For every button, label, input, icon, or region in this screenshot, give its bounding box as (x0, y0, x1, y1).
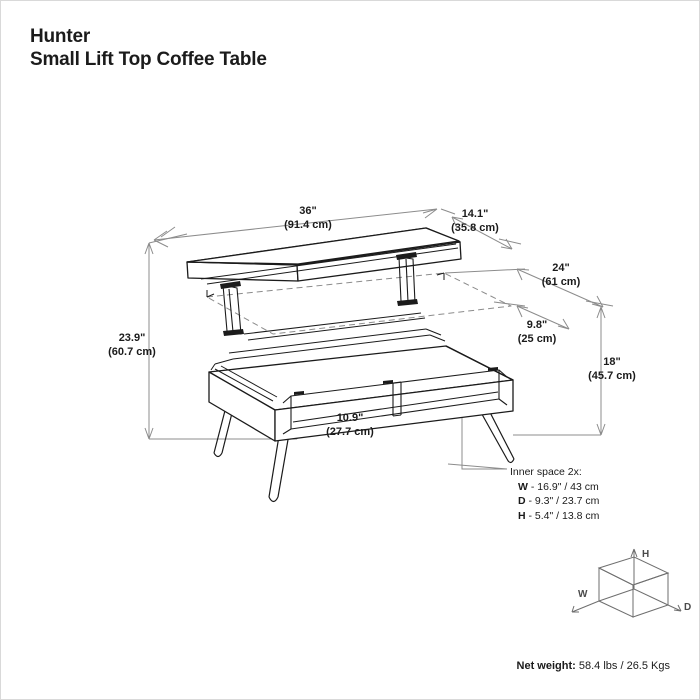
inner-rail-right-return (425, 328, 446, 342)
cleat-right (488, 367, 498, 371)
hinge-strip-group (214, 365, 278, 402)
product-geometry-group (186, 227, 515, 503)
inner-space-value-width: - 16.9" / 43 cm (530, 480, 599, 493)
legend-label-height: H (642, 549, 650, 560)
inner-rail-bottom (247, 317, 426, 341)
ext-line-depth-top (498, 238, 522, 245)
shelf-left-wall (282, 395, 292, 435)
lift-top-surface (186, 227, 460, 265)
inner-space-callout: Inner space 2x: W - 16.9" / 43 cm D - 9.… (510, 465, 599, 523)
dim-label-width-top: 36" (91.4 cm) (284, 205, 332, 231)
inner-space-key-width: W (518, 480, 528, 493)
inner-space-key-depth: D (518, 495, 526, 507)
dim-label-depth-top: 14.1" (35.8 cm) (451, 208, 499, 234)
mechanism-pivot-right (397, 299, 418, 306)
inner-space-value-height: - 5.4" / 13.8 cm (528, 509, 600, 522)
dim-line-depth-top (451, 216, 513, 250)
mechanism-bracket-right (396, 252, 417, 260)
leg-front-right-foot (506, 458, 515, 464)
body-rear-right-edge (445, 345, 514, 381)
axis-width-arrow (571, 605, 579, 613)
inner-rails-group (210, 312, 446, 371)
cube-left-face (598, 567, 634, 618)
dim-line-base-depth-inner (516, 305, 570, 330)
net-weight-value: 58.4 lbs / 26.5 Kgs (578, 660, 670, 672)
ext-line-height-overall-top (148, 233, 188, 244)
dim-label-height-overall: 23.9" (60.7 cm) (108, 332, 156, 358)
axis-height-arrow (630, 548, 638, 558)
inner-space-value-depth: - 9.3" / 23.7 cm (528, 495, 600, 507)
inner-space-row-width: W - 16.9" / 43 cm (510, 480, 599, 495)
ext-line-depth-base-bottom (585, 300, 614, 307)
dim-arrow-height-closed-bottom (596, 423, 606, 436)
closed-top-outline-path (206, 272, 512, 335)
dim-line-depth-base (516, 268, 604, 308)
dim-arrow-depth-top-up (451, 216, 464, 229)
ext-line-base-depth-inner (493, 301, 526, 307)
shelf-divider-edges (392, 381, 402, 417)
closed-top-outline (206, 272, 512, 335)
body-front-face (274, 379, 514, 442)
inner-rail-lower-b (232, 334, 431, 360)
mechanism-arm-left-inner (228, 288, 234, 333)
dim-line-width-top (153, 208, 438, 241)
cleat-left (294, 391, 304, 395)
page-title: Hunter Small Lift Top Coffee Table (30, 25, 450, 71)
legend-label-depth: D (684, 602, 692, 613)
dim-arrow-width-top-right (422, 208, 438, 219)
mechanism-arm-right-inner (405, 258, 409, 303)
dimension-legend-cube (571, 548, 682, 618)
ext-line-width-top-right (440, 208, 456, 215)
mechanism-bracket-left (220, 281, 241, 289)
cube-right-face (632, 572, 669, 618)
brand-name: Hunter (30, 26, 91, 47)
ext-line-width-top-left (160, 226, 176, 238)
inner-space-row-height: H - 5.4" / 13.8 cm (510, 509, 599, 524)
axis-depth (667, 604, 682, 612)
dim-label-height-closed: 18" (45.7 cm) (588, 356, 636, 382)
dim-label-depth-base: 24" (61 cm) (541, 262, 581, 288)
net-weight: Net weight: 58.4 lbs / 26.5 Kgs (517, 660, 670, 672)
inner-space-row-depth: D - 9.3" / 23.7 cm (510, 494, 599, 509)
inner-space-heading: Inner space 2x: (510, 466, 582, 478)
dim-arrow-depth-base-down (591, 295, 604, 308)
inner-rail-top (243, 312, 422, 335)
axis-depth-arrow (673, 604, 682, 612)
inner-space-key-height: H (518, 509, 526, 522)
ext-line-depth-base-top (444, 268, 526, 274)
underside-edge-a (200, 243, 457, 280)
corner-mark-left (206, 290, 215, 298)
axis-width (571, 600, 600, 613)
leg-rear-left-foot (213, 452, 223, 458)
mechanism-pivot-left (223, 329, 244, 336)
net-weight-label: Net weight: (516, 660, 576, 672)
dim-label-base-depth-inner: 9.8" (25 cm) (517, 319, 557, 345)
dim-arrow-height-overall-top (144, 242, 154, 255)
lift-mechanism-group (220, 252, 418, 336)
closed-top-corner-marks (206, 272, 445, 298)
dim-arrow-height-closed-top (596, 306, 606, 319)
shelf-hardware-group (294, 367, 498, 395)
dim-arrow-base-depth-inner-down (557, 318, 570, 330)
shelf-divider (392, 382, 402, 416)
corner-mark-rear (436, 272, 445, 280)
legend-axis-arrows (571, 548, 682, 613)
dim-arrow-base-depth-inner-up (516, 305, 529, 318)
dimension-lines-group (144, 208, 614, 470)
legend-label-width: W (578, 589, 588, 600)
leg-front-left-foot (268, 496, 279, 503)
product-name: Small Lift Top Coffee Table (30, 49, 267, 70)
hinge-strip (214, 365, 278, 402)
inner-rail-return (210, 358, 234, 371)
shelf-right-wall (498, 369, 508, 406)
inner-rail-lower (228, 328, 427, 354)
dim-label-leg-height: 10.9" (27.7 cm) (326, 412, 374, 438)
dim-arrow-height-overall-bottom (144, 427, 154, 440)
leader-line-inner-space-secondary (447, 463, 508, 470)
shelf-bottom-line (292, 391, 499, 423)
shelf-openings-group (282, 369, 508, 435)
cleat-center (383, 380, 393, 384)
